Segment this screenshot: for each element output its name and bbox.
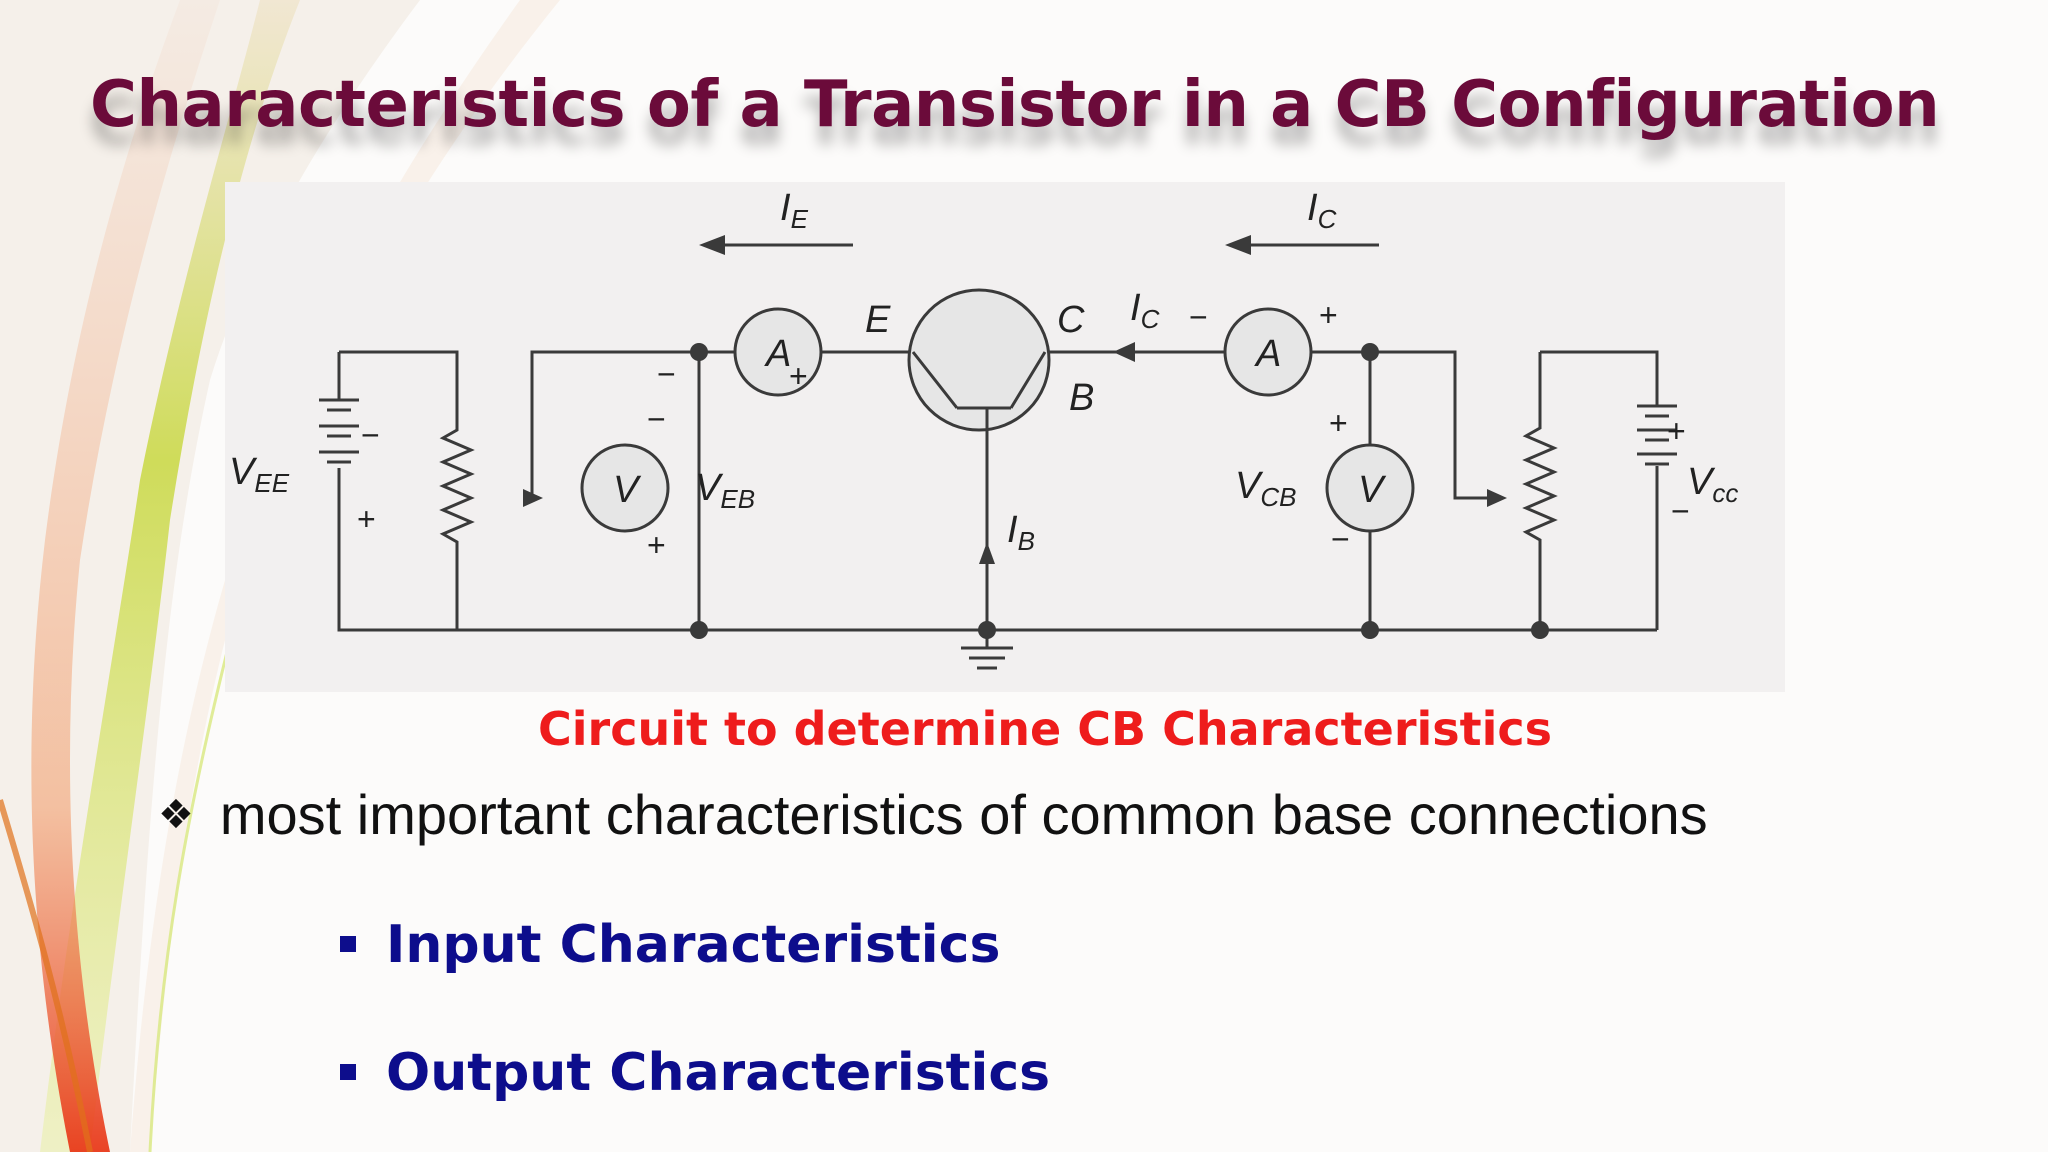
vee-label: VEE (229, 451, 290, 498)
ic-top-label: IC (1307, 187, 1337, 234)
ammeter-emitter-label: A (764, 333, 791, 375)
ie-label: IE (780, 187, 809, 234)
polarity-sign: − (1671, 493, 1690, 529)
polarity-sign: + (1319, 297, 1338, 333)
ammeter-collector (1223, 307, 1313, 397)
square-bullet-icon (340, 1064, 356, 1080)
ammeter-collector-label: A (1254, 333, 1281, 375)
voltmeter-veb (580, 443, 670, 533)
polarity-sign: + (1329, 405, 1348, 441)
vcb-label: VCB (1235, 465, 1296, 512)
veb-label: VEB (695, 467, 755, 514)
main-bullet: ❖ most important characteristics of commo… (158, 782, 1708, 847)
base-label: B (1069, 377, 1094, 419)
vcc-label: Vcc (1687, 461, 1738, 508)
polarity-sign: + (1667, 413, 1686, 449)
sub-bullet-text: Input Characteristics (386, 915, 1001, 975)
voltmeter-vcb (1325, 443, 1415, 533)
diamond-bullet-icon: ❖ (158, 792, 194, 838)
polarity-sign: − (1331, 521, 1350, 557)
voltmeter-vcb-label: V (1358, 469, 1387, 511)
polarity-sign: + (789, 358, 808, 394)
voltmeter-veb-label: V (613, 469, 642, 511)
polarity-sign: − (361, 417, 380, 453)
circuit-caption: Circuit to determine CB Characteristics (538, 702, 1553, 756)
polarity-sign: + (647, 527, 666, 563)
circuit-wires (319, 243, 1677, 670)
ammeter-emitter (733, 307, 823, 397)
polarity-sign: − (1189, 299, 1208, 335)
emitter-label: E (865, 299, 891, 341)
cb-circuit-diagram: A A V V E C B IE IC IC IB VEE VEB VCB Vc… (225, 182, 1785, 692)
polarity-sign: + (357, 501, 376, 537)
ib-label: IB (1007, 509, 1035, 556)
diagram-background (225, 182, 1785, 692)
main-bullet-text: most important characteristics of common… (219, 783, 1708, 846)
polarity-sign: − (657, 356, 676, 392)
sub-bullet-text: Output Characteristics (386, 1043, 1051, 1103)
polarity-sign: − (647, 401, 666, 437)
square-bullet-icon (340, 936, 356, 952)
transistor-symbol (907, 288, 1051, 432)
sub-bullet-output: Output Characteristics (340, 1043, 1050, 1103)
collector-label: C (1057, 299, 1085, 341)
slide-title: Characteristics of a Transistor in a CB … (90, 68, 1940, 142)
sub-bullet-input: Input Characteristics (340, 915, 1000, 975)
ic-wire-label: IC (1130, 287, 1160, 334)
